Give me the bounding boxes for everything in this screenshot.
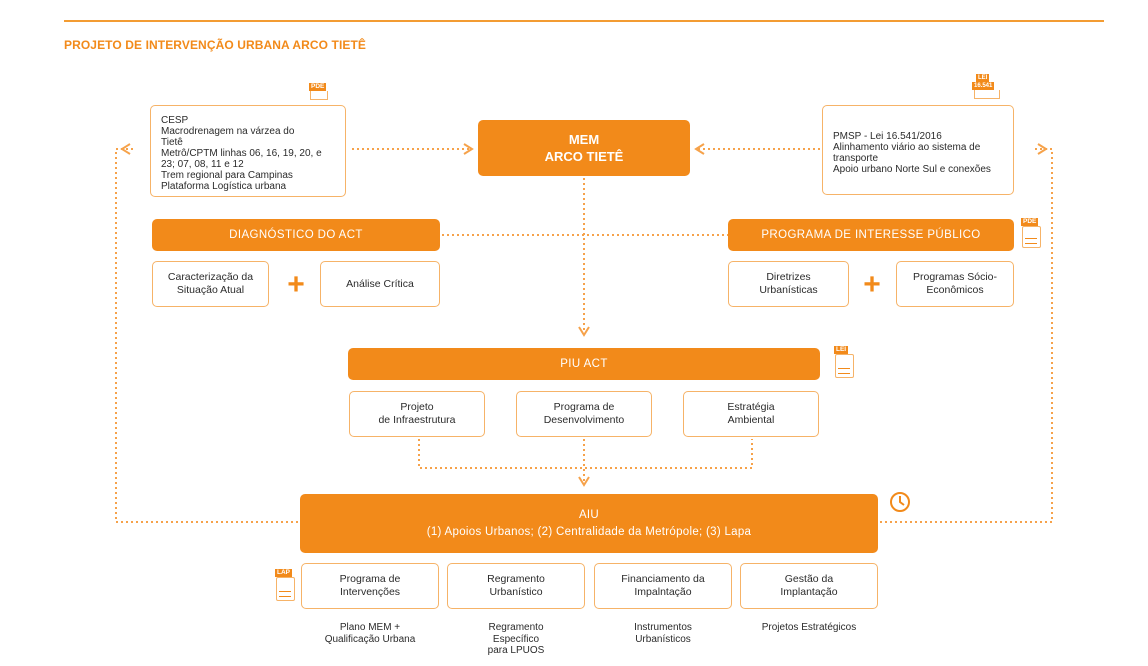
- caracterizacao-line1: Caracterização da: [167, 271, 254, 283]
- left-note-line: Tietê: [161, 137, 183, 148]
- bottom-box-line1: Gestão da: [784, 573, 834, 585]
- left-note-line: 23; 07, 08, 11 e 12: [161, 159, 244, 170]
- projeto-line1: Projeto: [400, 401, 434, 413]
- left-note-line: Plataforma Logística urbana: [161, 181, 287, 192]
- caption-line: para LPUOS: [487, 645, 545, 656]
- programa-desenvolvimento-box[interactable]: Programa de Desenvolvimento: [516, 391, 652, 437]
- left-note-line: Macrodrenagem na várzea do: [161, 126, 295, 137]
- caption-line: Qualificação Urbana: [324, 633, 416, 645]
- aiu-bar[interactable]: AIU (1) Apoios Urbanos; (2) Centralidade…: [300, 494, 878, 553]
- caption-line: Plano MEM +: [339, 622, 401, 633]
- caption-line: Urbanísticos: [635, 633, 691, 645]
- bottom-box-line2: Intervenções: [339, 586, 401, 598]
- lap-doc-icon: LAP: [275, 569, 295, 601]
- programa-bar[interactable]: PROGRAMA DE INTERESSE PÚBLICO: [728, 219, 1014, 251]
- caption-plano-mem: Plano MEM + Qualificação Urbana: [301, 622, 439, 645]
- bottom-box-line1: Programa de: [339, 573, 401, 585]
- diagnostico-bar[interactable]: DIAGNÓSTICO DO ACT: [152, 219, 440, 251]
- gestao-implantacao-box[interactable]: Gestão da Implantação: [740, 563, 878, 609]
- plus-icon: +: [863, 268, 881, 301]
- diretrizes-box[interactable]: Diretrizes Urbanísticas: [728, 261, 849, 307]
- bottom-box-line2: Urbanístico: [489, 586, 543, 598]
- caracterizacao-line2: Situação Atual: [176, 284, 245, 296]
- projeto-line2: de Infraestrutura: [378, 414, 456, 426]
- programa-intervencoes-box[interactable]: Programa de Intervenções: [301, 563, 439, 609]
- caption-line: Instrumentos: [634, 622, 692, 633]
- right-note-line: Alinhamento viário ao sistema de: [833, 142, 981, 153]
- arrowhead-piu: [578, 326, 590, 337]
- bottom-box-line2: Impalntação: [634, 586, 692, 598]
- right-note-line: Apoio urbano Norte Sul e conexões: [833, 164, 991, 175]
- connector-left-loop: [115, 148, 298, 523]
- plus-icon: +: [287, 268, 305, 301]
- caption-line: Específico: [492, 633, 540, 645]
- programas-socio-line1: Programas Sócio-: [912, 271, 998, 283]
- left-note-line: Metrô/CPTM linhas 06, 16, 19, 20, e: [161, 148, 322, 159]
- arrowhead-right-loop: [1037, 143, 1048, 155]
- page-title: PROJETO DE INTERVENÇÃO URBANA ARCO TIETÊ: [64, 38, 367, 52]
- bottom-box-line1: Regramento: [487, 573, 545, 585]
- projeto-infraestrutura-box[interactable]: Projeto de Infraestrutura: [349, 391, 485, 437]
- financiamento-box[interactable]: Financiamento da Impalntação: [594, 563, 732, 609]
- caption-line: Regramento: [488, 622, 544, 633]
- lei-doc-icon: LEI: [834, 346, 854, 378]
- connector-right-loop: [880, 148, 1053, 523]
- left-note-box: CESP Macrodrenagem na várzea do Tietê Me…: [150, 105, 346, 197]
- right-note-line: transporte: [833, 153, 879, 164]
- caption-instrumentos: Instrumentos Urbanísticos: [594, 622, 732, 645]
- right-note-line: PMSP - Lei 16.541/2016: [833, 131, 942, 142]
- diretrizes-line2: Urbanísticas: [759, 284, 818, 296]
- regramento-urbanistico-box[interactable]: Regramento Urbanístico: [447, 563, 585, 609]
- lei-doc-icon: LEI 16.541: [972, 74, 1002, 100]
- connector-piu-boxes: [418, 439, 753, 469]
- right-note-box: PMSP - Lei 16.541/2016 Alinhamento viári…: [822, 105, 1014, 195]
- pde-doc-icon: PDE: [1021, 218, 1041, 248]
- estrategia-ambiental-box[interactable]: Estratégia Ambiental: [683, 391, 819, 437]
- aiu-subtitle: (1) Apoios Urbanos; (2) Centralidade da …: [426, 525, 752, 538]
- top-divider: [64, 20, 1104, 22]
- arrowhead-left-loop: [120, 143, 131, 155]
- caracterizacao-box[interactable]: Caracterização da Situação Atual: [152, 261, 269, 307]
- arrowhead-aiu: [578, 476, 590, 487]
- bottom-box-line2: Implantação: [780, 586, 838, 598]
- arrowhead-mem-right: [694, 143, 705, 155]
- pde-doc-icon: PDE: [309, 83, 329, 100]
- programa-desenv-line1: Programa de: [553, 401, 615, 413]
- left-note-line: Trem regional para Campinas: [161, 170, 293, 181]
- programas-socio-line2: Econômicos: [926, 284, 984, 296]
- piu-act-bar[interactable]: PIU ACT: [348, 348, 820, 380]
- bottom-box-line1: Financiamento da: [621, 573, 705, 585]
- estrategia-line2: Ambiental: [727, 414, 775, 426]
- diretrizes-line1: Diretrizes: [766, 271, 811, 283]
- mem-line1: MEM: [568, 132, 600, 147]
- aiu-title: AIU: [578, 508, 600, 521]
- mem-box[interactable]: MEM ARCO TIETÊ: [478, 120, 690, 176]
- caption-regramento-especifico: Regramento Específico para LPUOS: [447, 622, 585, 657]
- left-note-line: CESP: [161, 115, 189, 126]
- arrowhead-mem-left: [463, 143, 474, 155]
- clock-icon: [890, 492, 910, 512]
- estrategia-line1: Estratégia: [727, 401, 775, 413]
- analise-critica-box[interactable]: Análise Crítica: [320, 261, 440, 307]
- caption-line: Projetos Estratégicos: [761, 622, 857, 633]
- programa-desenv-line2: Desenvolvimento: [543, 414, 625, 426]
- caption-projetos-estrategicos: Projetos Estratégicos: [740, 622, 878, 634]
- programas-socio-box[interactable]: Programas Sócio- Econômicos: [896, 261, 1014, 307]
- mem-line2: ARCO TIETÊ: [544, 149, 624, 164]
